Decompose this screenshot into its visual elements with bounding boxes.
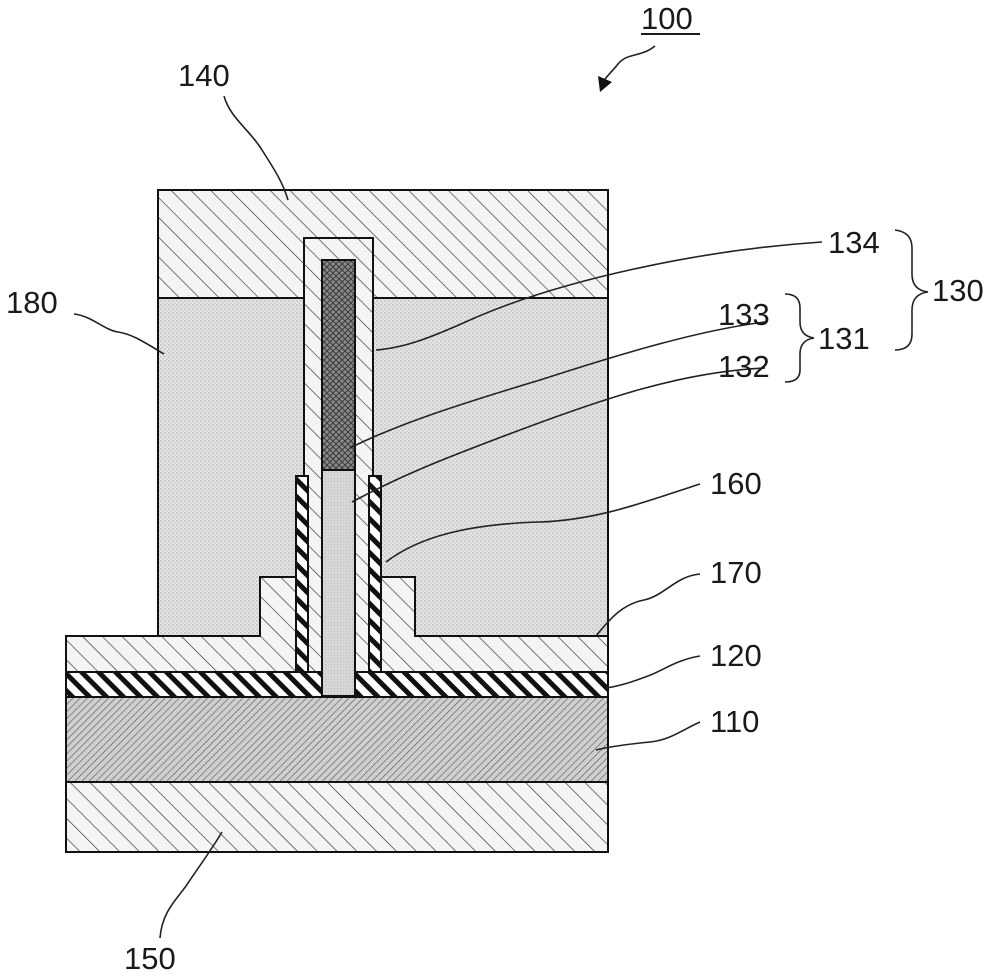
label-170: 170 [710,555,762,590]
leader-line-133 [349,321,766,449]
layer-150-bottom-electrode [65,781,609,853]
layer-160-sidewall-right [368,475,382,673]
leader-line-140 [223,95,289,201]
label-140: 140 [178,58,230,93]
layer-134-core-upper [321,259,356,471]
leader-line-134 [375,241,823,351]
label-180: 180 [6,285,58,320]
layer-132-core-lower [321,469,356,697]
leader-line-160 [385,483,701,563]
leader-line-132 [351,367,766,503]
leader-line-180 [73,313,165,355]
leader-line-110 [595,721,701,751]
layer-160-sidewall-left [295,475,309,673]
label-120: 120 [710,638,762,673]
brace-131 [784,293,815,383]
leader-arrowhead-100 [598,76,612,92]
label-100: 100 [641,1,693,36]
label-134: 134 [828,225,880,260]
label-110: 110 [710,704,759,739]
label-132: 132 [718,349,770,384]
leader-line-120 [605,655,701,689]
leader-line-150 [159,831,223,939]
leader-line-170 [595,573,701,637]
layer-140-top-electrode [157,189,609,299]
label-150: 150 [124,941,176,976]
brace-130 [894,229,929,351]
label-130: 130 [932,273,984,308]
label-131: 131 [818,321,870,356]
label-160: 160 [710,466,762,501]
leader-line-100 [601,45,656,85]
label-133: 133 [718,297,770,332]
layer-110-substrate [65,696,609,783]
